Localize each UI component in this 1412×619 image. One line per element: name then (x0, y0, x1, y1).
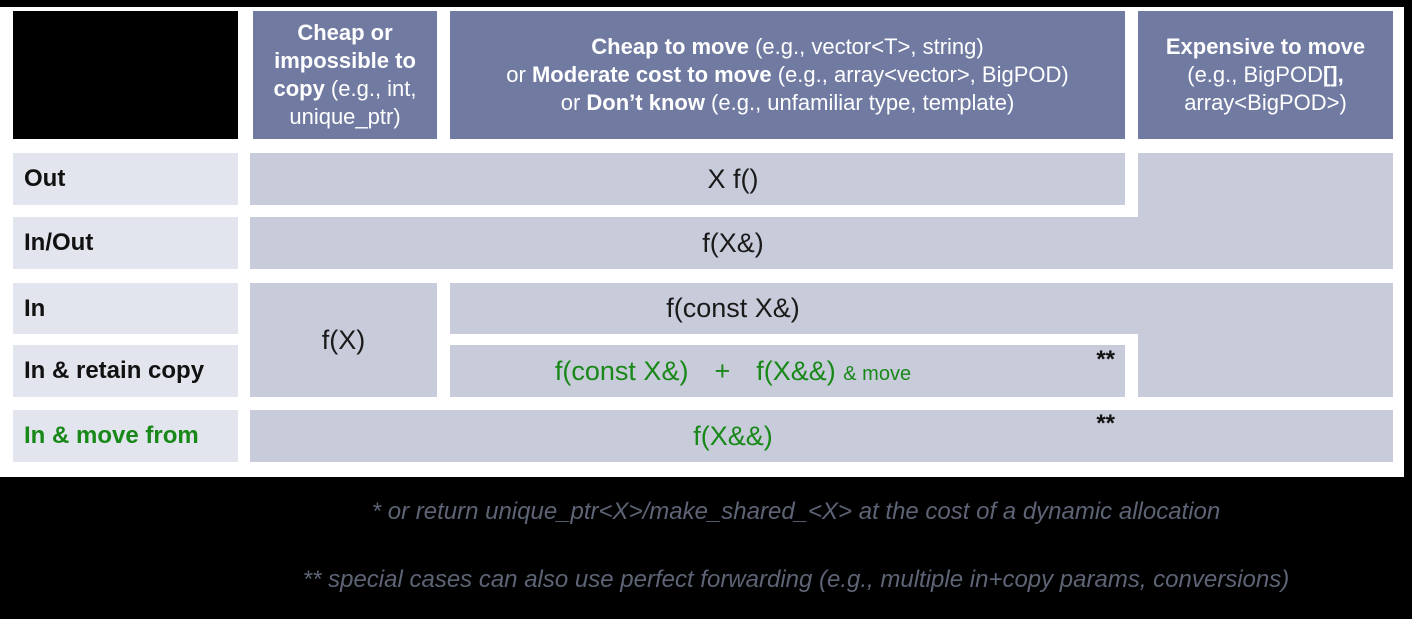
header-line: or Moderate cost to move (e.g., array<ve… (506, 61, 1069, 87)
row-label-out: Out (13, 153, 238, 205)
header-line: Expensive to move (1165, 33, 1366, 59)
header-line: Cheap to move (e.g., vector<T>, string) (591, 33, 984, 59)
header-line: or Don’t know (e.g., unfamiliar type, te… (560, 90, 1015, 116)
row-label-inout: In/Out (13, 217, 238, 269)
code-in-const-ref: f(const X&) (666, 293, 800, 323)
header-line: (e.g., BigPOD[], (1187, 61, 1344, 87)
cell-out (250, 153, 1125, 205)
row-label-retain: In & retain copy (13, 345, 238, 397)
code-f-of-x: f(X) (321, 324, 366, 355)
cell-movefrom (250, 410, 1393, 462)
move-note: & move (843, 363, 912, 385)
header-cheap-copy-text: Cheap or impossible to copy (e.g., int, … (273, 19, 417, 130)
footnote-star: * or return unique_ptr<X>/make_shared_<X… (371, 498, 1221, 525)
row-label-movefrom: In & move from (13, 410, 238, 462)
double-star-marker-movefrom: ** (1096, 410, 1115, 437)
code-retain: f(const X&)+f(X&&) & move (554, 356, 912, 386)
double-star-marker-retain: ** (1096, 346, 1115, 373)
code-movefrom: f(X&&) (693, 421, 773, 451)
cell-in-cheap-copy: f(X) (250, 283, 437, 397)
code-out: X f() (707, 164, 759, 194)
cell-in-const-ref (450, 283, 1393, 334)
row-label-in: In (13, 283, 238, 334)
header-line: array<BigPOD>) (1184, 90, 1347, 116)
cell-inout (250, 217, 1393, 269)
header-cheap-copy: Cheap or impossible to copy (e.g., int, … (253, 11, 437, 139)
footnote-double-star: ** special cases can also use perfect fo… (302, 566, 1290, 593)
code-inout: f(X&) (702, 228, 764, 258)
header-cheap-move: Cheap to move (e.g., vector<T>, string) … (450, 11, 1125, 139)
corner-block (13, 11, 238, 139)
header-expensive-move: Expensive to move (e.g., BigPOD[], array… (1138, 11, 1393, 139)
cell-retain (450, 345, 1125, 397)
